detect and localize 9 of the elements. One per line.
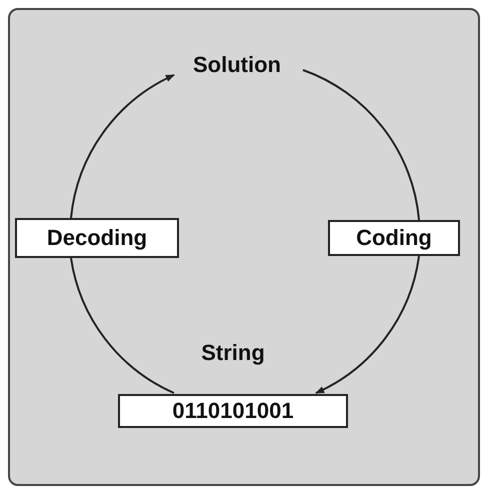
- node-label: Solution: [193, 52, 281, 78]
- connector-line: [302, 69, 420, 220]
- connector-line: [70, 258, 174, 394]
- process-box: Decoding: [15, 218, 179, 258]
- arrow: [315, 256, 420, 394]
- data-box: 0110101001: [118, 394, 348, 428]
- arrow: [70, 74, 175, 218]
- process-box: Coding: [328, 220, 460, 256]
- box-heading: String: [200, 340, 266, 366]
